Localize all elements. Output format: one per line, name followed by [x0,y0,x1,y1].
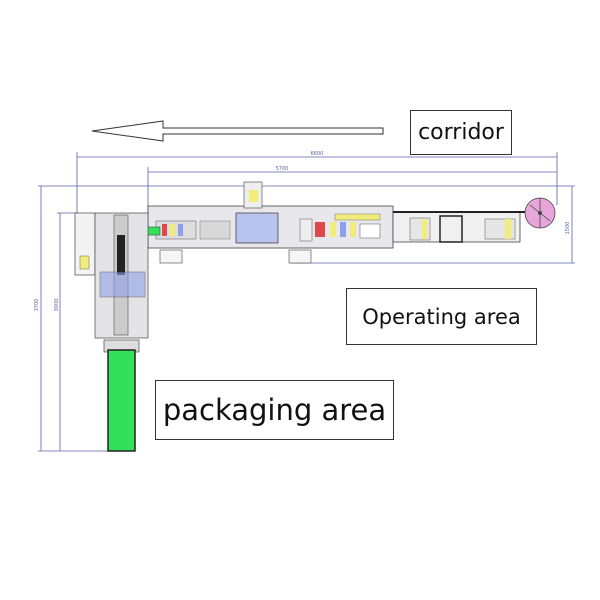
dimension-lines [38,152,575,452]
corridor-label: corridor [410,110,512,155]
packaging-area-label: packaging area [155,380,394,440]
dim-6600: 6600 [311,151,324,157]
dim-3000: 3000 [54,299,60,312]
production-line [135,181,525,264]
direction-arrow-icon [91,120,384,142]
operating-area-label: Operating area [346,288,537,345]
packaging-module [74,212,149,452]
dim-5700: 5700 [276,166,289,172]
film-roll-icon [524,197,556,229]
dim-3700: 3700 [34,299,40,312]
dim-1500: 1500 [565,222,571,235]
